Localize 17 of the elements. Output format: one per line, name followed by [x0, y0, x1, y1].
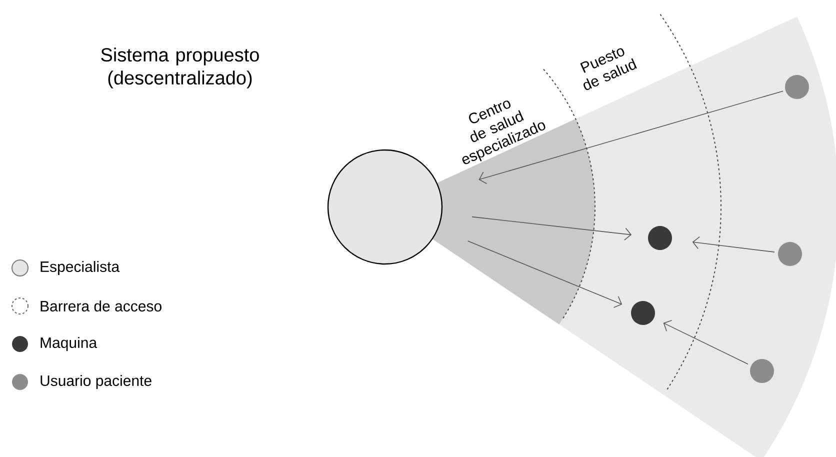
arrow — [467, 240, 622, 308]
arrow — [472, 216, 632, 240]
patient-dot — [778, 242, 802, 266]
specialist-circle — [327, 149, 443, 265]
arrow — [663, 320, 748, 365]
machine-dot — [631, 300, 655, 325]
arrow — [478, 90, 784, 184]
legend-label: Especialista — [40, 261, 120, 275]
legend-label: Usuario paciente — [40, 375, 152, 389]
legend-label: Barrera de acceso — [40, 300, 162, 312]
region-label: Puesto de salud — [580, 48, 637, 90]
title: Sistema propuesto (descentralizado) — [101, 48, 259, 88]
patient-dot — [750, 358, 774, 383]
arrow — [692, 236, 775, 252]
machine-dot — [648, 226, 672, 250]
legend-label: Maquina — [40, 337, 98, 351]
patient-dot — [785, 75, 809, 99]
